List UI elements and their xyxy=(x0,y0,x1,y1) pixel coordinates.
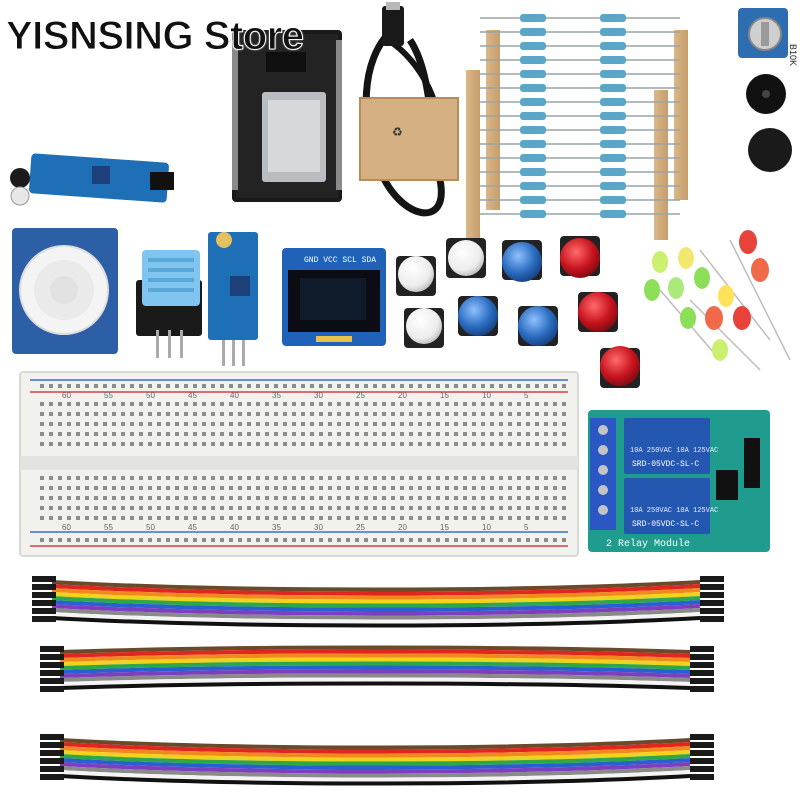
breadboard-column-number: 45 xyxy=(188,391,197,400)
store-watermark: YISNSING Store xyxy=(6,14,305,59)
breadboard-column-number: 30 xyxy=(314,523,323,532)
resistor-icon xyxy=(466,14,688,240)
breadboard-column-number: 60 xyxy=(62,391,71,400)
jumper-wire-icon xyxy=(32,576,724,786)
breadboard-column-number: 55 xyxy=(104,523,113,532)
potentiometer-icon: B10K xyxy=(738,8,798,66)
breadboard-column-number: 35 xyxy=(272,391,281,400)
usb-cable-icon: ♻ xyxy=(359,2,459,217)
led-icon xyxy=(644,230,791,371)
breadboard-column-number: 20 xyxy=(398,523,407,532)
breadboard-column-number: 5 xyxy=(524,523,529,532)
breadboard-column-number: 15 xyxy=(440,391,449,400)
esp32-board-icon xyxy=(232,30,342,202)
dht11-sensor-icon xyxy=(136,250,202,358)
breadboard-column-number: 5 xyxy=(524,391,529,400)
buzzer-icon xyxy=(746,74,792,172)
breadboard-icon: 6060555550504545404035353030252520201515… xyxy=(19,371,579,557)
pot-value-label: B10K xyxy=(788,44,798,66)
breadboard-column-number: 40 xyxy=(230,391,239,400)
breadboard-column-number: 40 xyxy=(230,523,239,532)
relay-module-icon: 10A 250VAC 10A 125VAC SRD-05VDC-SL-C 10A… xyxy=(588,410,770,552)
light-sensor-icon xyxy=(208,232,258,366)
oled-pin-label: GND VCC SCL SDA xyxy=(304,256,376,265)
breadboard-column-number: 45 xyxy=(188,523,197,532)
oled-display-icon: GND VCC SCL SDA xyxy=(282,248,386,346)
relay-model-1: SRD-05VDC-SL-C xyxy=(632,460,699,469)
push-button-icon xyxy=(396,236,640,388)
relay-rating-1: 10A 250VAC 10A 125VAC xyxy=(630,447,718,455)
breadboard-column-number: 25 xyxy=(356,391,365,400)
breadboard-column-number: 35 xyxy=(272,523,281,532)
breadboard-column-number: 50 xyxy=(146,391,155,400)
relay-rating-2: 10A 250VAC 10A 125VAC xyxy=(630,507,718,515)
relay-model-2: SRD-05VDC-SL-C xyxy=(632,520,699,529)
breadboard-column-number: 55 xyxy=(104,391,113,400)
breadboard-column-number: 15 xyxy=(440,523,449,532)
breadboard-column-number: 60 xyxy=(62,523,71,532)
breadboard-column-number: 10 xyxy=(482,391,491,400)
breadboard-column-number: 25 xyxy=(356,523,365,532)
breadboard-column-number: 50 xyxy=(146,523,155,532)
svg-text:♻: ♻ xyxy=(392,125,403,139)
breadboard-column-number: 30 xyxy=(314,391,323,400)
breadboard-column-number: 10 xyxy=(482,523,491,532)
relay-module-label: 2 Relay Module xyxy=(606,538,690,550)
ir-sensor-icon xyxy=(10,153,174,206)
pir-sensor-icon xyxy=(12,228,118,354)
breadboard-column-number: 20 xyxy=(398,391,407,400)
